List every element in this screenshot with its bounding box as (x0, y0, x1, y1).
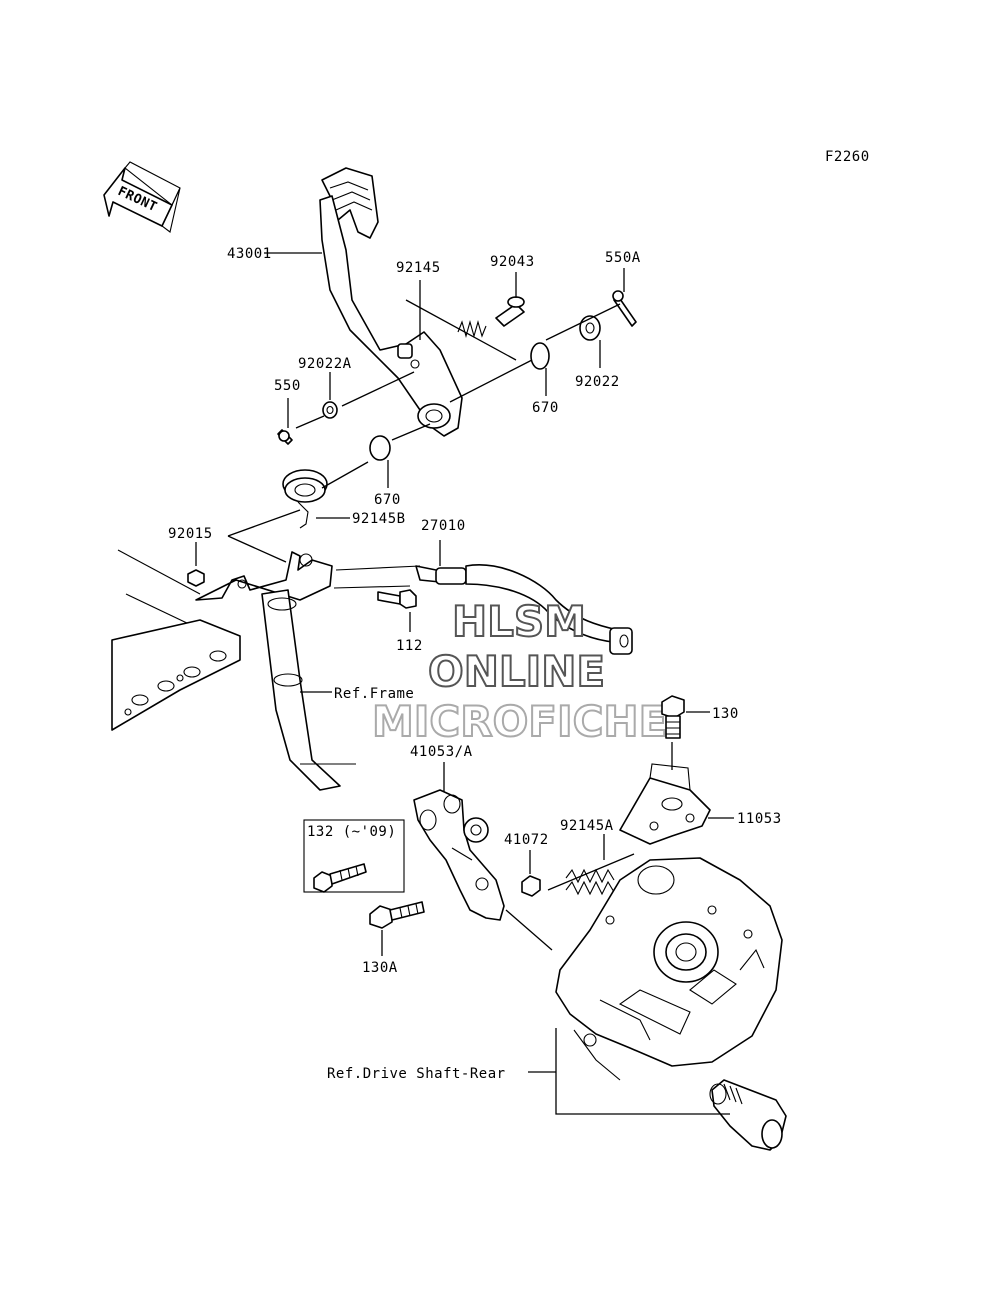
label-ref-frame: Ref.Frame (334, 686, 414, 702)
nut-41072 (521, 875, 541, 897)
watermark: HLSM ONLINE MICROFICHE (371, 596, 668, 747)
label-130a: 130A (362, 960, 398, 976)
label-ref-drive-shaft: Ref.Drive Shaft-Rear (327, 1066, 506, 1082)
label-92015: 92015 (168, 526, 213, 542)
nut-92015 (187, 569, 205, 587)
lever-41053a (413, 789, 505, 921)
spring-92145a (565, 868, 615, 896)
brake-switch-27010 (415, 564, 633, 655)
o-ring-670-upper (530, 342, 550, 370)
label-92145: 92145 (396, 260, 441, 276)
label-43001: 43001 (227, 246, 272, 262)
diagram-code: F2260 (825, 149, 870, 165)
label-670-lower: 670 (374, 492, 401, 508)
label-130: 130 (712, 706, 739, 722)
washer-92022 (579, 315, 601, 341)
cotter-pin-550 (277, 429, 293, 445)
bolt-130a (369, 901, 425, 929)
label-550: 550 (274, 378, 301, 394)
label-670-upper: 670 (532, 400, 559, 416)
label-11053: 11053 (737, 811, 782, 827)
watermark-line-2: ONLINE (428, 647, 605, 696)
label-550a: 550A (605, 250, 641, 266)
spring-92145 (457, 319, 487, 339)
label-92145a: 92145A (560, 818, 614, 834)
washer-92022a (322, 401, 338, 419)
label-92145b: 92145B (352, 511, 406, 527)
bolt-112 (377, 589, 417, 609)
return-spring-92145b (282, 469, 328, 529)
bolt-130 (661, 695, 685, 739)
label-92043: 92043 (490, 254, 535, 270)
label-92022: 92022 (575, 374, 620, 390)
o-ring-670-lower (369, 435, 391, 461)
cotter-pin-550a (612, 290, 637, 327)
label-41053a: 41053/A (410, 744, 473, 760)
brake-pedal (319, 167, 463, 437)
label-41072: 41072 (504, 832, 549, 848)
frame-structure (111, 549, 421, 791)
bolt-132-box (303, 819, 405, 893)
label-112: 112 (396, 638, 423, 654)
pin-92043 (495, 296, 525, 327)
drive-shaft (709, 1079, 787, 1151)
watermark-line-3: MICROFICHE (372, 697, 667, 746)
label-27010: 27010 (421, 518, 466, 534)
watermark-line-1: HLSM (452, 597, 586, 646)
front-arrow-icon: FRONT (103, 161, 181, 233)
drive-housing (555, 857, 783, 1081)
label-92022a: 92022A (298, 356, 352, 372)
bracket-11053 (619, 763, 711, 845)
label-132: 132 (~'09) (307, 824, 396, 840)
